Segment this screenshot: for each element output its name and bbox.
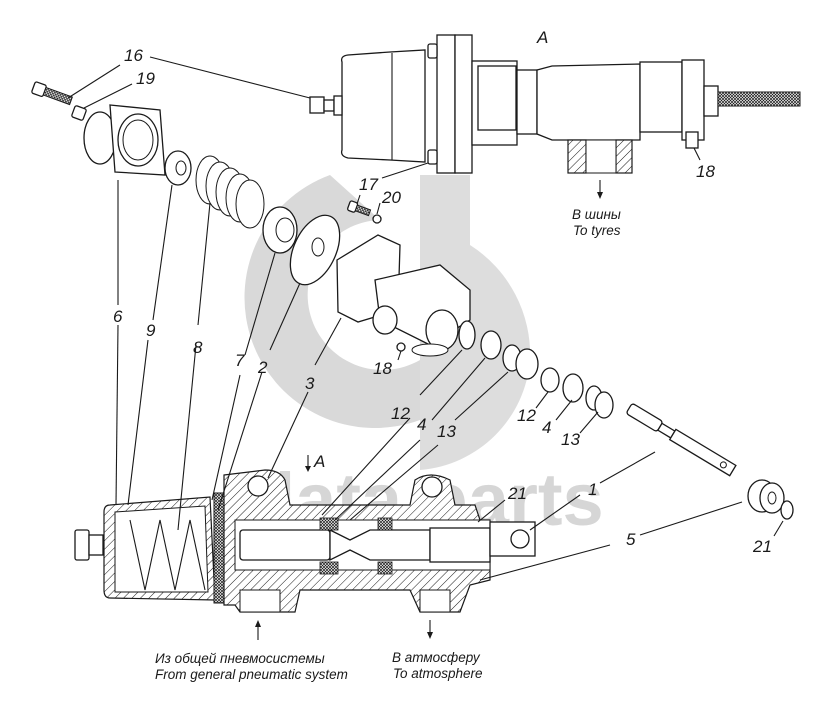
callout-21-a: 21 [507,484,527,503]
callout-18: 18 [373,359,392,378]
section-label: A [313,452,325,471]
callout-9: 9 [146,321,156,340]
callout-7: 7 [235,351,245,370]
callout-6: 6 [113,307,123,326]
from-system-flow: Из общей пневмосистемы From general pneu… [155,620,348,682]
callout-17: 17 [359,175,378,194]
callout-4-b: 4 [542,418,551,437]
callout-12-b: 12 [517,406,536,425]
callout-16: 16 [124,46,143,65]
housing-3 [336,234,471,357]
to-atmosphere-caption-ru: В атмосферу [392,650,481,665]
to-tyres-flow: В шины To tyres [572,180,621,238]
to-atmosphere-caption-en: To atmosphere [393,666,483,681]
callout-3: 3 [305,374,315,393]
rod-1 [626,403,737,477]
callout-19: 19 [136,69,155,88]
to-atmosphere-flow: В атмосферу To atmosphere [392,620,483,681]
view-label: A [536,28,548,47]
callout-1: 1 [588,480,597,499]
from-system-caption-ru: Из общей пневмосистемы [155,651,325,666]
to-tyres-caption-ru: В шины [572,207,621,222]
to-tyres-caption-en: To tyres [573,223,621,238]
callout-12-a: 12 [391,404,410,423]
callout-21-b: 21 [752,537,772,556]
callout-18-view-a: 18 [696,162,715,181]
callout-13-b: 13 [561,430,580,449]
callout-2: 2 [257,358,268,377]
section-view-body [74,469,536,613]
spring-8 [195,155,265,229]
view-a-assembly [309,34,801,174]
callout-8: 8 [193,338,203,357]
section-a-marker: A [305,452,325,472]
callout-4-a: 4 [417,415,426,434]
callout-13-a: 13 [437,422,456,441]
bolt-16 [31,81,73,106]
callout-20: 20 [381,188,401,207]
cap-6 [83,104,166,176]
exploded-parts [31,81,794,520]
from-system-caption-en: From general pneumatic system [155,667,348,682]
leader-lines [67,56,784,581]
callout-labels: 16 19 17 20 18 18 6 9 8 7 2 3 12 4 13 12… [113,46,772,556]
callout-5: 5 [626,530,636,549]
